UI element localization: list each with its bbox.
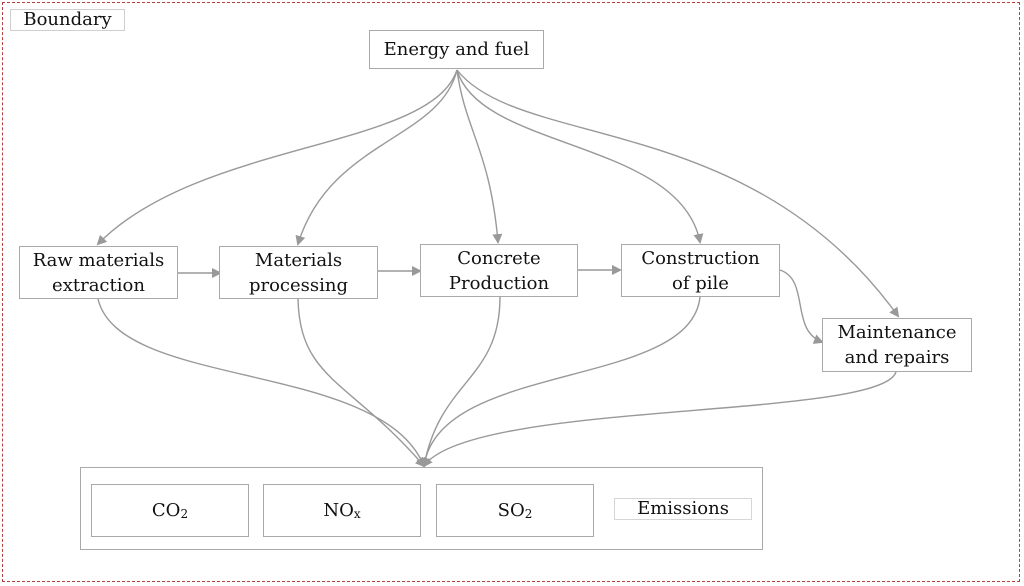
emissions-label: Emissions — [614, 498, 752, 520]
node-energy-and-fuel: Energy and fuel — [369, 30, 544, 69]
arrow-construction-to-emissions — [420, 296, 701, 468]
arrow-energy-to-maintenance — [456, 69, 900, 318]
arrow-energy-to-raw — [96, 69, 458, 246]
gas-nox-main: NO — [323, 500, 354, 521]
gas-so2-sub: 2 — [524, 506, 533, 521]
arrow-energy-to-processing — [295, 69, 458, 246]
arrow-processing-to-emissions — [297, 298, 426, 468]
gas-co2-sub: 2 — [180, 506, 189, 521]
arrow-energy-to-concrete — [456, 69, 503, 244]
node-concrete-production: Concrete Production — [420, 244, 578, 297]
node-materials-processing: Materials processing — [219, 246, 378, 299]
node-construction-of-pile: Construction of pile — [621, 244, 780, 297]
arrow-maintenance-to-emissions — [422, 371, 897, 468]
arrow-energy-to-construction — [456, 69, 704, 244]
gas-so2-main: SO — [497, 500, 525, 521]
arrow-construction-to-maintenance — [779, 269, 824, 344]
boundary-label: Boundary — [10, 9, 125, 31]
node-maintenance-and-repairs: Maintenance and repairs — [822, 318, 972, 372]
arrow-concrete-to-emissions — [420, 296, 501, 468]
gas-co2-main: CO — [151, 500, 181, 521]
gas-nox-sub: x — [353, 506, 361, 521]
node-raw-materials-extraction: Raw materials extraction — [19, 246, 178, 299]
arrow-raw-to-emissions — [97, 298, 426, 468]
